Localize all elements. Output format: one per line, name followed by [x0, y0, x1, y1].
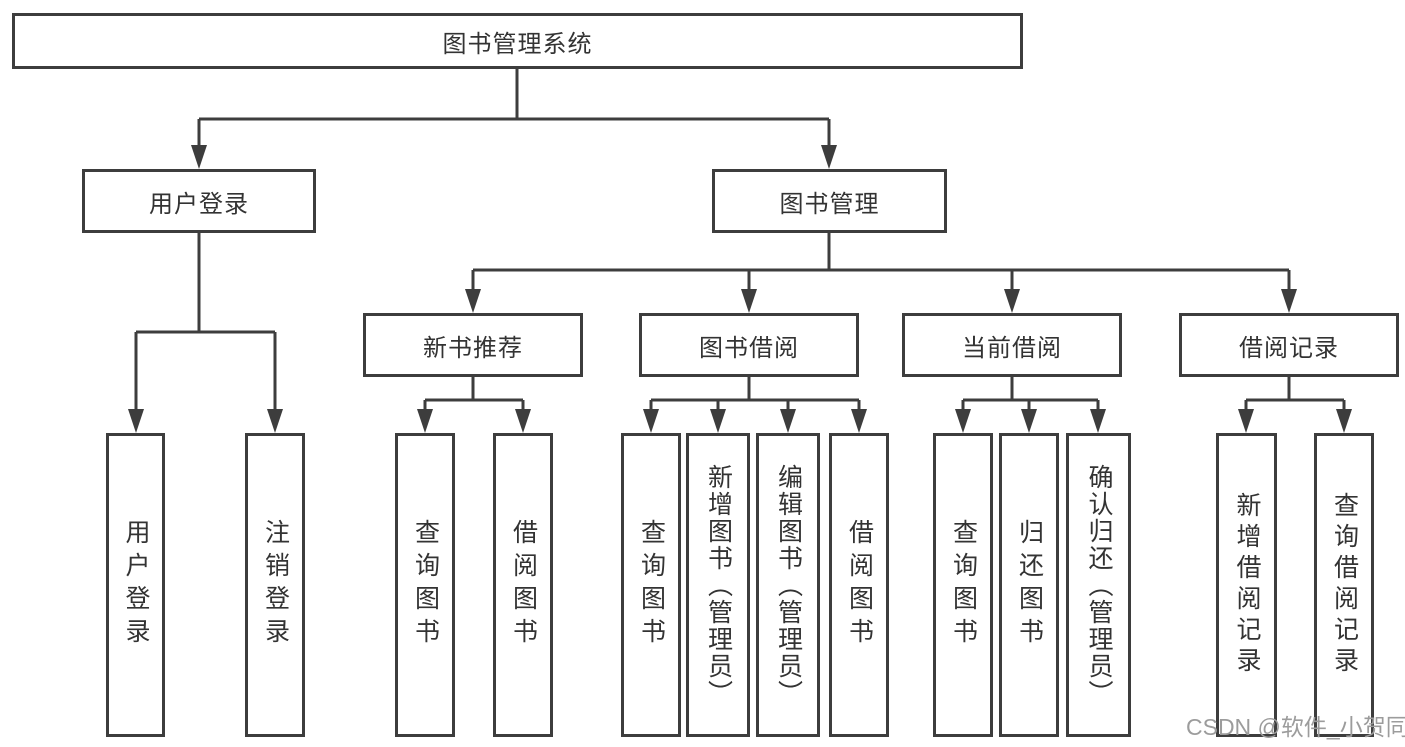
arrowhead	[741, 289, 757, 313]
leaf-edit-book-admin: 编辑图书（管理员）	[756, 433, 820, 737]
node-label: 图书借阅	[699, 334, 799, 362]
arrowhead	[1004, 289, 1020, 313]
arrowhead	[643, 409, 659, 433]
arrowhead	[515, 409, 531, 433]
connectors-user-login	[134, 233, 277, 421]
node-book-management: 图书管理	[712, 169, 947, 233]
arrowhead	[465, 289, 481, 313]
leaf-confirm-return-admin: 确认归还（管理员）	[1066, 433, 1131, 737]
node-label: 用户登录	[149, 190, 249, 218]
node-label: 归还图书	[1015, 519, 1044, 651]
node-label: 查询借阅记录	[1330, 492, 1359, 678]
node-label: 查询图书	[949, 519, 978, 651]
leaf-logout: 注销登录	[245, 433, 305, 737]
leaf-add-borrow-record: 新增借阅记录	[1216, 433, 1277, 737]
node-label: 确认归还（管理员）	[1085, 463, 1113, 707]
leaf-borrow-books-recommend: 借阅图书	[493, 433, 553, 737]
node-label: 借阅图书	[845, 519, 874, 651]
arrowhead	[1336, 409, 1352, 433]
connectors-new-book-recommend	[423, 377, 525, 421]
node-label: 新书推荐	[423, 334, 523, 362]
node-label: 用户登录	[122, 519, 150, 651]
node-label: 图书管理系统	[442, 30, 593, 58]
node-label: 查询图书	[637, 519, 666, 651]
connectors-borrow-records	[1244, 377, 1346, 421]
connectors-root	[197, 68, 831, 157]
leaf-query-books-borrow: 查询图书	[621, 433, 681, 737]
arrowhead	[780, 409, 796, 433]
node-book-borrow: 图书借阅	[639, 313, 859, 377]
leaf-query-borrow-record: 查询借阅记录	[1314, 433, 1374, 737]
arrowhead	[821, 145, 837, 169]
arrowhead	[1238, 409, 1254, 433]
watermark: CSDN @软件_小贺同学	[1186, 714, 1405, 740]
node-borrow-records: 借阅记录	[1179, 313, 1399, 377]
leaf-return-books: 归还图书	[999, 433, 1059, 737]
arrowhead	[267, 409, 283, 433]
connectors-book-borrow	[649, 377, 861, 421]
node-user-login: 用户登录	[82, 169, 316, 233]
leaf-query-books-current: 查询图书	[933, 433, 993, 737]
node-library-management-system: 图书管理系统	[12, 13, 1023, 69]
node-label: 新增图书（管理员）	[704, 463, 733, 707]
node-label: 当前借阅	[962, 334, 1062, 362]
connectors-book-management	[471, 233, 1291, 301]
node-label: 注销登录	[261, 519, 290, 651]
leaf-add-book-admin: 新增图书（管理员）	[686, 433, 750, 737]
node-current-borrow: 当前借阅	[902, 313, 1122, 377]
node-new-book-recommend: 新书推荐	[363, 313, 583, 377]
arrowhead	[1281, 289, 1297, 313]
arrowhead	[710, 409, 726, 433]
node-label: 借阅图书	[509, 519, 538, 651]
arrowhead	[417, 409, 433, 433]
arrowhead	[955, 409, 971, 433]
node-label: 编辑图书（管理员）	[774, 463, 803, 707]
node-label: 查询图书	[411, 519, 440, 651]
arrowhead	[128, 409, 144, 433]
arrowhead	[191, 145, 207, 169]
node-label: 新增借阅记录	[1233, 492, 1261, 678]
connectors-current-borrow	[961, 377, 1100, 421]
arrowhead	[851, 409, 867, 433]
node-label: 借阅记录	[1239, 334, 1339, 362]
leaf-borrow-books: 借阅图书	[829, 433, 889, 737]
arrowhead	[1021, 409, 1037, 433]
leaf-user-login: 用户登录	[106, 433, 165, 737]
node-label: 图书管理	[779, 190, 880, 218]
arrowhead	[1090, 409, 1106, 433]
leaf-query-books-recommend: 查询图书	[395, 433, 455, 737]
